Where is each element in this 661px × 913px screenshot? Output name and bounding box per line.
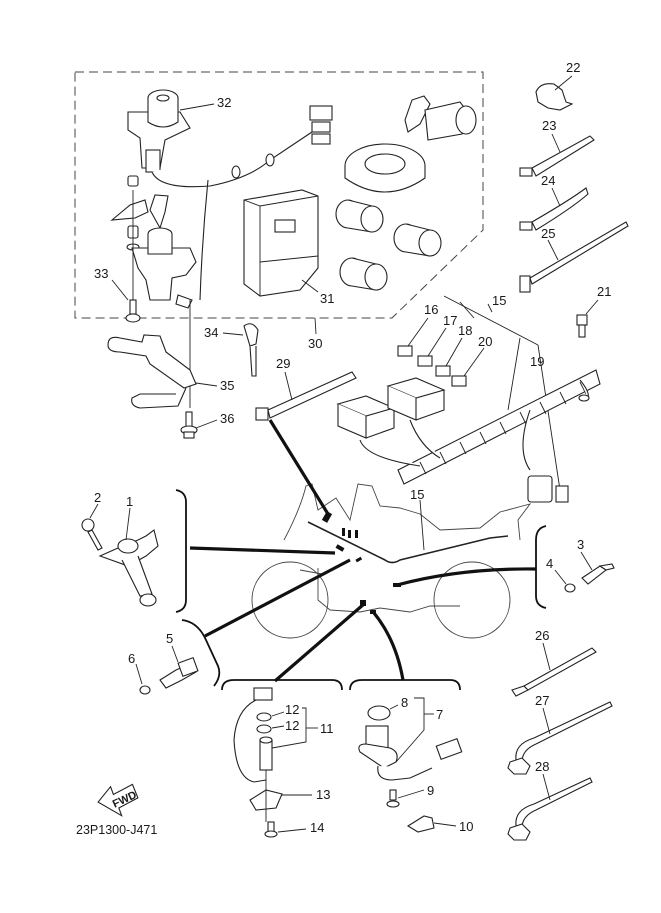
bracket-group-5 [181, 619, 221, 687]
spark-plug-part[interactable] [581, 563, 615, 585]
o-ring-12a-part[interactable] [256, 712, 272, 722]
callout-26: 26 [535, 628, 549, 643]
fwd-arrow-icon: FWD [97, 783, 139, 817]
bolt-33-part[interactable] [125, 299, 141, 323]
harness-connector [309, 105, 333, 121]
grommet [127, 175, 139, 187]
callout-23: 23 [542, 118, 556, 133]
gasket-6-part[interactable] [139, 685, 151, 695]
lock-cylinder-a[interactable] [335, 199, 384, 233]
callout-25: 25 [541, 226, 555, 241]
bolt-14-part[interactable] [264, 821, 278, 838]
callout-18: 18 [458, 323, 472, 338]
lock-cylinder-b[interactable] [393, 223, 442, 257]
callout-33: 33 [94, 266, 108, 281]
callout-21: 21 [597, 284, 611, 299]
bracket-group-11 [221, 679, 343, 691]
band-27-part[interactable] [507, 701, 613, 775]
ecu-part[interactable] [243, 189, 319, 297]
callout-14: 14 [310, 820, 324, 835]
bolt-21-part[interactable] [576, 314, 588, 338]
callout-31: 31 [320, 291, 334, 306]
callout-32: 32 [217, 95, 231, 110]
callout-17: 17 [443, 313, 457, 328]
callout-12b: 12 [285, 718, 299, 733]
callout-5: 5 [166, 631, 173, 646]
callout-2: 2 [94, 490, 101, 505]
callout-4: 4 [546, 556, 553, 571]
fuel-cap-part[interactable] [344, 143, 426, 193]
fuse-box-b[interactable] [386, 377, 446, 421]
callout-27: 27 [535, 693, 549, 708]
fuse-box-a[interactable] [336, 395, 396, 439]
callout-16: 16 [424, 302, 438, 317]
callout-22: 22 [566, 60, 580, 75]
callout-36: 36 [220, 411, 234, 426]
callout-3: 3 [577, 537, 584, 552]
motorcycle-outline [251, 483, 532, 639]
callout-1: 1 [126, 494, 133, 509]
o-ring-12b-part[interactable] [256, 724, 272, 734]
switch-harness-lower [199, 179, 209, 301]
callout-29: 29 [276, 356, 290, 371]
sensor-11-part[interactable] [233, 687, 273, 783]
band-29-part[interactable] [255, 371, 357, 421]
callout-7: 7 [436, 707, 443, 722]
lock-set-boundary [74, 71, 484, 319]
callout-35: 35 [220, 378, 234, 393]
key-part[interactable] [243, 323, 259, 377]
bracket-group-3 [535, 525, 547, 609]
callout-10: 10 [459, 819, 473, 834]
speed-sensor-7-part[interactable] [358, 725, 463, 781]
callout-9: 9 [427, 783, 434, 798]
o-ring-8-part[interactable] [367, 705, 391, 721]
screw-9-part[interactable] [386, 789, 400, 808]
fuse-18-part[interactable] [435, 365, 451, 377]
band-23-part[interactable] [519, 135, 595, 177]
lock-cylinder-c[interactable] [339, 257, 388, 291]
callout-8: 8 [401, 695, 408, 710]
callout-24: 24 [541, 173, 555, 188]
clamp-10-part[interactable] [406, 815, 435, 833]
fwd-label: FWD [111, 789, 139, 810]
callout-11: 11 [320, 721, 334, 736]
switch-harness [151, 131, 313, 188]
callout-12a: 12 [285, 702, 299, 717]
holder-22-part[interactable] [535, 83, 574, 111]
callout-13: 13 [316, 787, 330, 802]
bolt-36-part[interactable] [180, 411, 198, 439]
gasket-4-part[interactable] [564, 583, 576, 593]
connector-19-part[interactable] [527, 475, 569, 503]
band-28-part[interactable] [507, 777, 593, 841]
bracket-group-1 [175, 489, 187, 613]
fuse-16-part[interactable] [397, 345, 413, 357]
callout-15-bike: 15 [410, 487, 424, 502]
main-switch-part[interactable] [127, 89, 191, 173]
band-25-part[interactable] [519, 221, 629, 293]
harness-on-bike [307, 521, 509, 564]
callout-20: 20 [478, 334, 492, 349]
diagram-code: 23P1300-J471 [76, 823, 157, 837]
key-pair [110, 194, 169, 230]
fuse-20-part[interactable] [451, 375, 467, 387]
callout-30: 30 [308, 336, 322, 351]
callout-15-top: 15 [492, 293, 506, 308]
callout-34: 34 [204, 325, 218, 340]
band-26-part[interactable] [511, 647, 597, 697]
band-24-part[interactable] [519, 187, 589, 231]
bracket-part[interactable] [107, 334, 197, 409]
ignition-coil-part[interactable] [98, 529, 159, 607]
seat-lock-part[interactable] [404, 95, 477, 141]
temperature-sensor-part[interactable] [159, 656, 199, 689]
callout-28: 28 [535, 759, 549, 774]
ignition-lock-part[interactable] [131, 227, 197, 309]
callout-6: 6 [128, 651, 135, 666]
bracket-group-7 [349, 679, 461, 691]
harness-tube [359, 369, 601, 485]
bolt-2-part[interactable] [81, 518, 103, 551]
callout-19: 19 [530, 354, 544, 369]
fuse-17-part[interactable] [417, 355, 433, 367]
